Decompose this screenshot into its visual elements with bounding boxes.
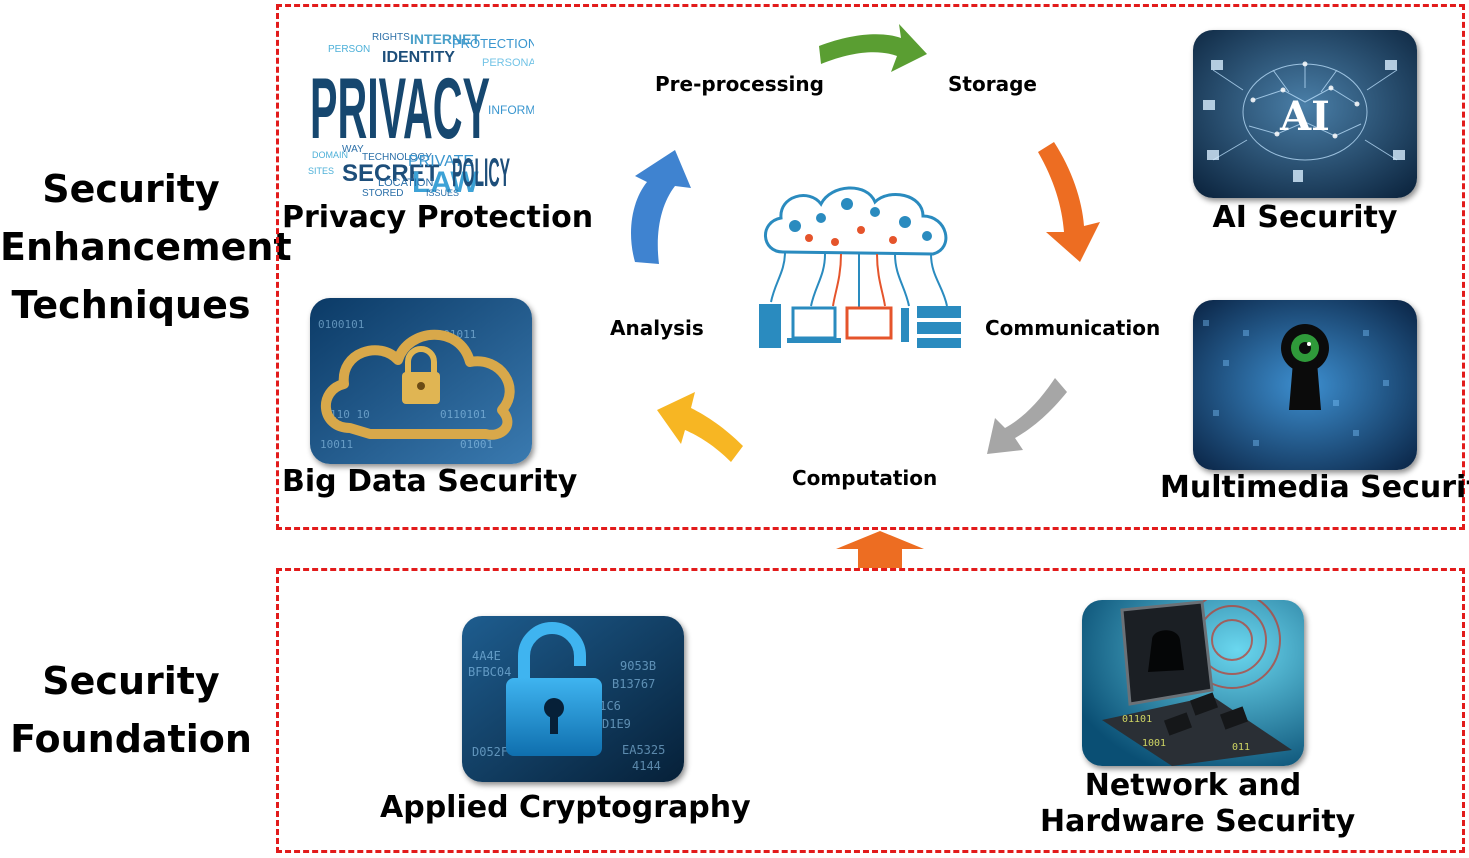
- wc-word-17: STORED: [362, 188, 404, 198]
- foundation-to-enhancement-arrow: [836, 531, 924, 568]
- ai-badge-text: AI: [1279, 93, 1330, 140]
- wc-word-16: SITES: [308, 166, 334, 176]
- code-8: BFBC04: [468, 665, 511, 679]
- wc-word-2: INTERNET: [410, 31, 480, 47]
- eye-keyhole-image: [1193, 300, 1417, 470]
- ai-brain-image: AI: [1193, 30, 1417, 198]
- wc-word-3: PROTECTION: [452, 36, 534, 51]
- network-label-line-2: Hardware Security: [1040, 804, 1356, 839]
- stage-computation: Computation: [792, 466, 938, 490]
- big-data-security-label: Big Data Security: [282, 464, 578, 499]
- arrow-storage-to-communication: [1038, 142, 1100, 262]
- wc-word-4: PERSON: [328, 44, 370, 55]
- arrow-communication-to-computation: [987, 378, 1067, 454]
- padlock-image: 9053B B13767 EA5325 4144 C1C6 D1E9 4A4E …: [462, 616, 684, 782]
- enhancement-line-3: Techniques: [11, 283, 251, 327]
- enhancement-line-1: Security: [42, 167, 220, 211]
- stage-storage: Storage: [948, 72, 1037, 96]
- arrow-analysis-to-preprocessing: [631, 150, 691, 264]
- enhancement-section-box: [276, 4, 1465, 530]
- wc-word-8: INFORMATION: [488, 103, 534, 117]
- wc-word-7: PRIVACY: [310, 61, 490, 157]
- wc-word-15: DOMAIN: [312, 150, 348, 160]
- svg-text:1001: 1001: [1142, 738, 1166, 749]
- foundation-section-box: [276, 568, 1465, 853]
- svg-text:011: 011: [1232, 742, 1250, 753]
- wc-word-9: WAY: [342, 144, 364, 155]
- security-foundation-heading: Security Foundation: [0, 652, 262, 768]
- multimedia-security-label: Multimedia Security: [1160, 470, 1469, 505]
- code-3: EA5325: [622, 743, 665, 757]
- foundation-line-2: Foundation: [10, 717, 252, 761]
- wc-word-14: POLICY: [452, 151, 510, 195]
- svg-text:01001: 01001: [460, 438, 493, 451]
- wc-word-18: LOCATION: [378, 177, 433, 189]
- wc-word-1: RIGHTS: [372, 32, 410, 43]
- wc-word-19: ISSUES: [426, 188, 459, 198]
- code-7: 4A4E: [472, 649, 501, 663]
- applied-cryptography-label: Applied Cryptography: [380, 790, 751, 825]
- privacy-protection-label: Privacy Protection: [282, 200, 594, 235]
- svg-text:10011: 10011: [320, 438, 353, 451]
- network-hardware-security-label: Network and Hardware Security: [1040, 768, 1356, 840]
- stage-communication: Communication: [985, 316, 1161, 340]
- stage-analysis: Analysis: [610, 316, 704, 340]
- code-4: 4144: [632, 759, 661, 773]
- code-9: D052F: [472, 745, 508, 759]
- svg-text:0100101: 0100101: [318, 318, 364, 331]
- foundation-line-1: Security: [42, 659, 220, 703]
- enhancement-techniques-heading: Security Enhancement Techniques: [0, 160, 292, 334]
- network-label-line-1: Network and: [1084, 768, 1302, 803]
- code-1: 9053B: [620, 659, 656, 673]
- privacy-word-cloud-image: RIGHTS INTERNET PROTECTION PERSON IDENTI…: [302, 26, 571, 199]
- stage-preprocessing: Pre-processing: [655, 72, 824, 96]
- laptop-spy-image: 01101 1001 011: [1082, 600, 1304, 766]
- wc-word-12: PRIVATE: [408, 153, 474, 170]
- data-network-cloud-illustration: [755, 182, 965, 352]
- svg-text:01101: 01101: [1122, 714, 1152, 725]
- code-6: D1E9: [602, 717, 631, 731]
- code-2: B13767: [612, 677, 655, 691]
- arrow-computation-to-analysis: [657, 392, 743, 462]
- svg-text:0110101: 0110101: [440, 408, 486, 421]
- arrow-preprocessing-to-storage: [819, 24, 927, 72]
- svg-text:110 10: 110 10: [330, 408, 370, 421]
- wc-word-6: PERSONAL: [482, 57, 534, 69]
- wc-word-11: SECRET: [342, 160, 440, 187]
- wc-word-10: TECHNOLOGY: [362, 152, 432, 163]
- ai-security-label: AI Security: [1212, 200, 1398, 235]
- wc-word-13: LAW: [412, 166, 479, 198]
- enhancement-line-2: Enhancement: [0, 225, 292, 269]
- wc-word-5: IDENTITY: [382, 49, 455, 66]
